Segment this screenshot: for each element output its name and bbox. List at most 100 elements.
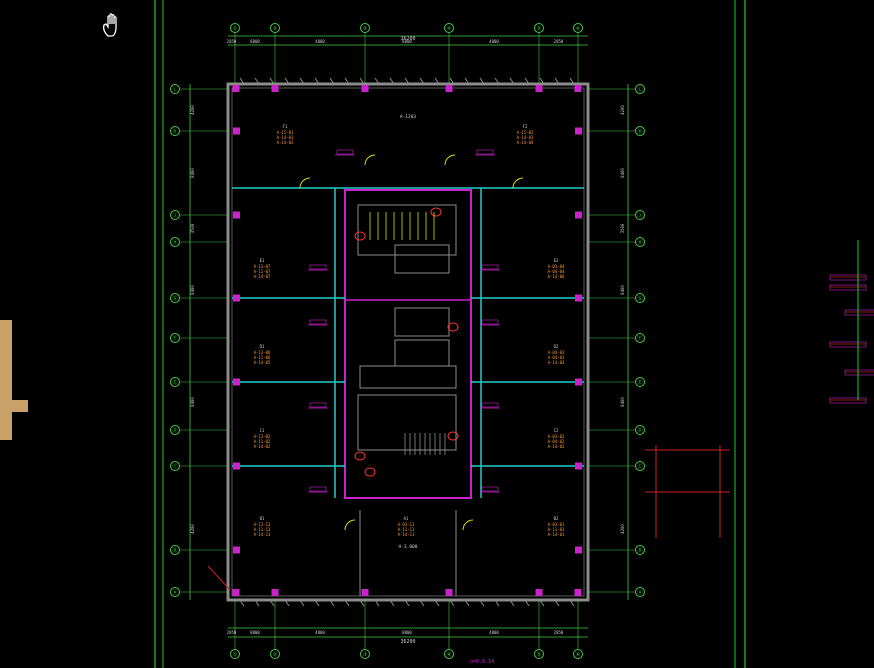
window-mark-top: [464, 77, 470, 85]
axis-label-left: Ⓔ: [172, 379, 177, 386]
window-mark-bottom: [404, 599, 410, 607]
column: [445, 589, 453, 596]
window-mark-top: [404, 77, 410, 85]
building-outer-wall: [226, 82, 590, 602]
window-mark-top: [269, 77, 275, 85]
room-reference: A-11-11: [398, 527, 415, 532]
axis-bubble-left: [170, 293, 180, 303]
column: [233, 462, 240, 470]
door-swing: [344, 519, 356, 531]
room-code: C2: [554, 428, 559, 433]
bottom-dimension-text: 8800: [250, 630, 260, 635]
top-dimension-text: 4800: [315, 39, 325, 44]
window-mark-top: [524, 77, 530, 85]
room-reference: A-03-01: [548, 522, 565, 527]
axis-bubble-left: [170, 461, 180, 471]
left-dimension-text: 3500: [190, 223, 195, 233]
callout-tag: [309, 264, 327, 270]
axis-label-right: Ⓒ: [637, 463, 642, 470]
axis-bubble-right: [635, 333, 645, 343]
window-mark-bottom: [269, 599, 275, 607]
side-note: [844, 309, 874, 316]
window-mark-bottom: [464, 599, 470, 607]
axis-bubble-bottom: [444, 649, 454, 659]
left-dimension-text: 4200: [190, 105, 195, 115]
callout-tag: [481, 264, 499, 270]
side-note: [829, 341, 867, 348]
left-dimension-text: 8400: [190, 168, 195, 178]
window-mark-bottom: [314, 599, 320, 607]
right-dimension-text: 8400: [620, 397, 625, 407]
room-reference: A-14-05: [254, 360, 271, 365]
bottom-room-title: H-3.000: [399, 544, 418, 550]
core-boundary: [344, 189, 472, 499]
column: [233, 211, 240, 219]
axis-bubble-top: [573, 23, 583, 33]
column: [232, 589, 240, 596]
axis-bubble-bottom: [270, 649, 280, 659]
column: [271, 589, 279, 596]
window-mark-top: [374, 77, 380, 85]
revision-cloud: [354, 451, 366, 461]
room-reference: A-14-11: [398, 532, 415, 537]
right-dimension-text: 3500: [620, 223, 625, 233]
room-reference: A-13-07: [254, 264, 271, 269]
room-code: B2: [554, 516, 559, 521]
window-mark-top: [509, 77, 515, 85]
axis-bubble-left: [170, 425, 180, 435]
toilets: [359, 365, 457, 389]
top-dimension-text: 2850: [554, 39, 564, 44]
axis-bubble-right: [635, 126, 645, 136]
axis-bubble-right: [635, 84, 645, 94]
room-reference: A-14-03: [517, 135, 534, 140]
axis-bubble-right: [635, 461, 645, 471]
callout-tag: [481, 486, 499, 492]
axis-label-left: Ⓕ: [172, 335, 177, 342]
axis-label-top: ②: [273, 26, 278, 32]
room-reference: A-14-01: [548, 532, 565, 537]
leader-arrow: [207, 565, 231, 591]
room-reference: A-11-01: [548, 527, 565, 532]
window-mark-top: [539, 77, 545, 85]
window-mark-top: [389, 77, 395, 85]
revision-cloud: [447, 431, 459, 441]
window-mark-bottom: [239, 599, 245, 607]
left-dimension-text: 4200: [190, 524, 195, 534]
axis-bubble-bottom: [573, 649, 583, 659]
bottom-dimension-text: 2850: [554, 630, 564, 635]
room-reference: A-14-06: [548, 274, 565, 279]
axis-label-right: Ⓔ: [637, 379, 642, 386]
room-code: F2: [523, 124, 528, 129]
window-mark-bottom: [434, 599, 440, 607]
right-dimension-text: 8400: [620, 285, 625, 295]
window-mark-top: [314, 77, 320, 85]
bottom-total-dimension: 36200: [400, 639, 415, 645]
axis-bubble-left: [170, 237, 180, 247]
room-reference: A-13-06: [254, 350, 271, 355]
axis-label-bottom: ⑤: [537, 652, 542, 658]
window-mark-bottom: [299, 599, 305, 607]
left-dimension-text: 8400: [190, 397, 195, 407]
side-panel-tab[interactable]: [0, 320, 12, 440]
axis-bubble-right: [635, 237, 645, 247]
window-mark-top: [284, 77, 290, 85]
window-mark-bottom: [389, 599, 395, 607]
axis-label-right: Ⓕ: [637, 335, 642, 342]
room-reference: A-14-07: [254, 274, 271, 279]
column: [575, 462, 582, 470]
column: [575, 378, 582, 386]
room-reference: A-03-03: [548, 350, 565, 355]
room-reference: A-14-02: [548, 444, 565, 449]
right-dimension-text: 4200: [620, 105, 625, 115]
window-mark-top: [254, 77, 260, 85]
axis-bubble-right: [635, 545, 645, 555]
axis-label-top: ①: [233, 26, 238, 32]
axis-label-top: ③: [363, 26, 368, 32]
bottom-dimension-text: 8800: [402, 630, 412, 635]
bottom-dimension-text: 4800: [315, 630, 325, 635]
door-swing: [512, 177, 524, 189]
column: [361, 589, 369, 596]
callout-tag: [481, 319, 499, 325]
room-code: E1: [260, 258, 265, 263]
